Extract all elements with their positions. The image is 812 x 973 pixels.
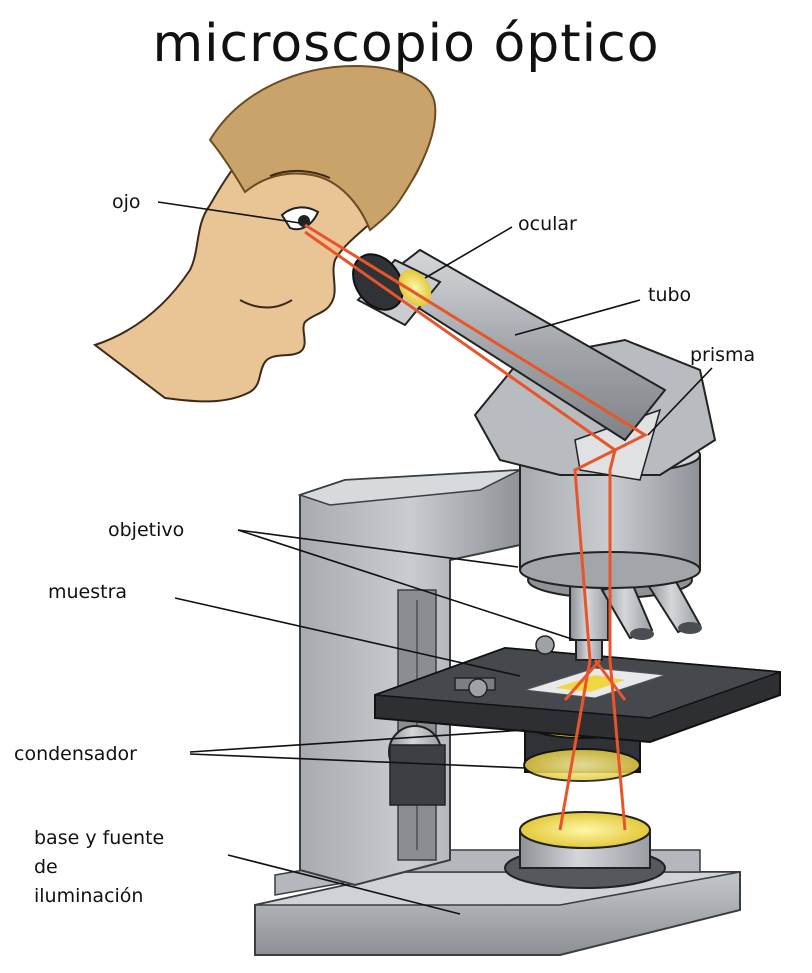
label-base-line1: base y fuente: [34, 826, 164, 850]
label-ojo: ojo: [112, 190, 141, 214]
label-objetivo: objetivo: [108, 518, 184, 542]
label-condensador: condensador: [14, 742, 137, 766]
label-base-line2: de: [34, 855, 58, 879]
face-illustration: [95, 66, 435, 401]
label-tubo: tubo: [648, 283, 691, 307]
label-ocular: ocular: [518, 212, 577, 236]
label-muestra: muestra: [48, 580, 127, 604]
label-base-line3: iluminación: [34, 884, 143, 908]
light-source: [505, 812, 665, 888]
label-prisma: prisma: [690, 343, 755, 367]
